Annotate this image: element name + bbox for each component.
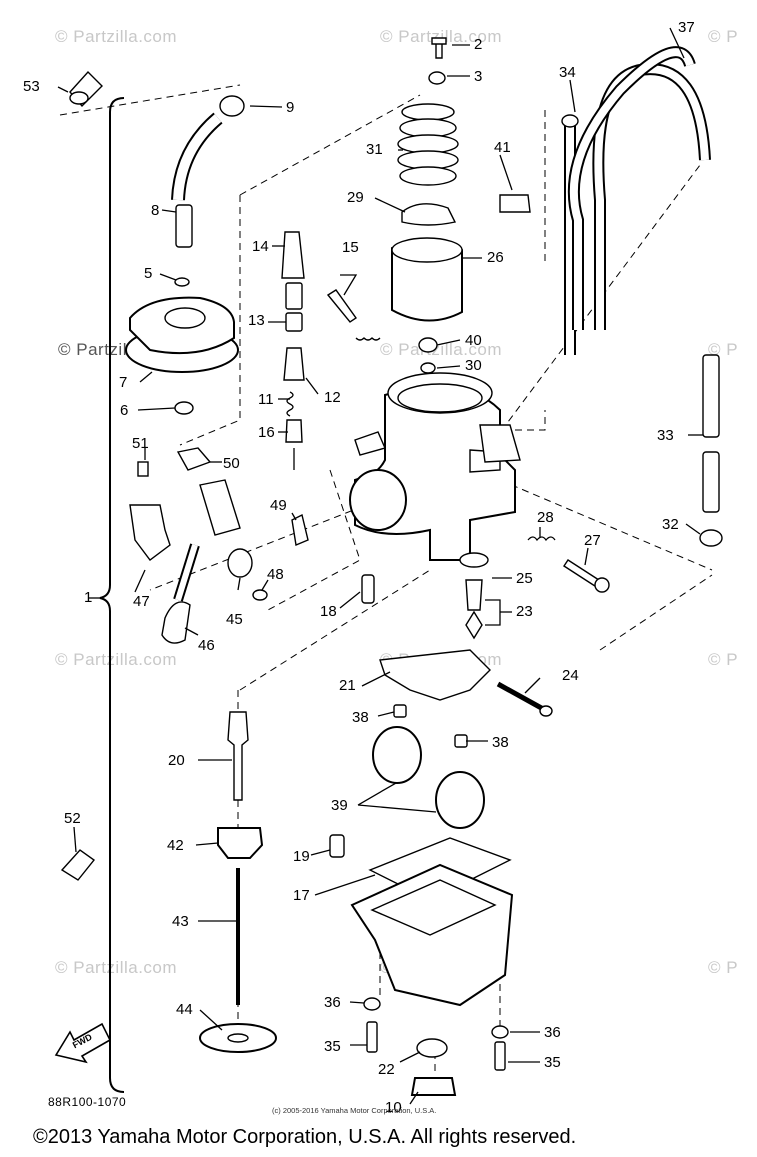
callout-5: 5 <box>144 265 153 282</box>
callout-39: 39 <box>331 797 348 814</box>
watermark: © P <box>708 340 739 359</box>
callout-19: 19 <box>293 848 310 865</box>
callout-36-left: 36 <box>324 994 341 1011</box>
watermark: © Partzilla.com <box>55 27 178 46</box>
watermark: © P <box>708 650 739 669</box>
callout-36-right: 36 <box>544 1024 561 1041</box>
fwd-arrow-icon <box>54 1022 112 1064</box>
copyright-notice: ©2013 Yamaha Motor Corporation, U.S.A. A… <box>33 1126 577 1148</box>
callout-27: 27 <box>584 532 601 549</box>
callout-9: 9 <box>286 99 295 116</box>
callout-1: 1 <box>84 589 93 606</box>
callout-20: 20 <box>168 752 185 769</box>
callout-16: 16 <box>258 424 275 441</box>
callout-44: 44 <box>176 1001 193 1018</box>
small-copyright: (c) 2005-2016 Yamaha Motor Corporation, … <box>272 1106 437 1115</box>
callout-13: 13 <box>248 312 265 329</box>
callout-26: 26 <box>487 249 504 266</box>
callout-43: 43 <box>172 913 189 930</box>
callout-51: 51 <box>132 435 149 452</box>
diagram-code: 88R100-1070 <box>48 1095 127 1109</box>
callout-35-right: 35 <box>544 1054 561 1071</box>
callout-28: 28 <box>537 509 554 526</box>
callout-35-left: 35 <box>324 1038 341 1055</box>
callout-17: 17 <box>293 887 310 904</box>
callout-42: 42 <box>167 837 184 854</box>
callout-21: 21 <box>339 677 356 694</box>
callout-40: 40 <box>465 332 482 349</box>
watermark: © Partzilla.com <box>55 958 178 977</box>
callout-22: 22 <box>378 1061 395 1078</box>
callout-15: 15 <box>342 239 359 256</box>
callout-11: 11 <box>258 391 274 408</box>
callout-53: 53 <box>23 78 40 95</box>
callout-46: 46 <box>198 637 215 654</box>
watermark: © Partzilla.com <box>55 650 178 669</box>
callout-7: 7 <box>119 374 128 391</box>
callout-25: 25 <box>516 570 533 587</box>
callout-24: 24 <box>562 667 579 684</box>
callout-10: 10 <box>385 1099 402 1116</box>
callout-49: 49 <box>270 497 287 514</box>
callout-30: 30 <box>465 357 482 374</box>
callout-32: 32 <box>662 516 679 533</box>
callout-12: 12 <box>324 389 341 406</box>
callout-29: 29 <box>347 189 364 206</box>
callout-50: 50 <box>223 455 240 472</box>
callout-48: 48 <box>267 566 284 583</box>
callout-3: 3 <box>474 68 483 85</box>
callout-33: 33 <box>657 427 674 444</box>
callout-18: 18 <box>320 603 337 620</box>
callout-34: 34 <box>559 64 576 81</box>
callout-37: 37 <box>678 19 695 36</box>
callout-38-top: 38 <box>352 709 369 726</box>
callout-6: 6 <box>120 402 129 419</box>
watermark: © Partzilla.com <box>380 27 503 46</box>
callout-52: 52 <box>64 810 81 827</box>
callout-47: 47 <box>133 593 150 610</box>
callout-41: 41 <box>494 139 511 156</box>
callout-14: 14 <box>252 238 269 255</box>
callout-38-right: 38 <box>492 734 509 751</box>
callout-45: 45 <box>226 611 243 628</box>
watermark: © Partzilla.com <box>380 340 503 359</box>
callout-2: 2 <box>474 36 483 53</box>
callout-23: 23 <box>516 603 533 620</box>
watermark: © P <box>708 958 739 977</box>
watermark: © P <box>708 27 739 46</box>
part-53-cap <box>69 70 103 108</box>
callout-8: 8 <box>151 202 160 219</box>
callout-31: 31 <box>366 141 383 158</box>
